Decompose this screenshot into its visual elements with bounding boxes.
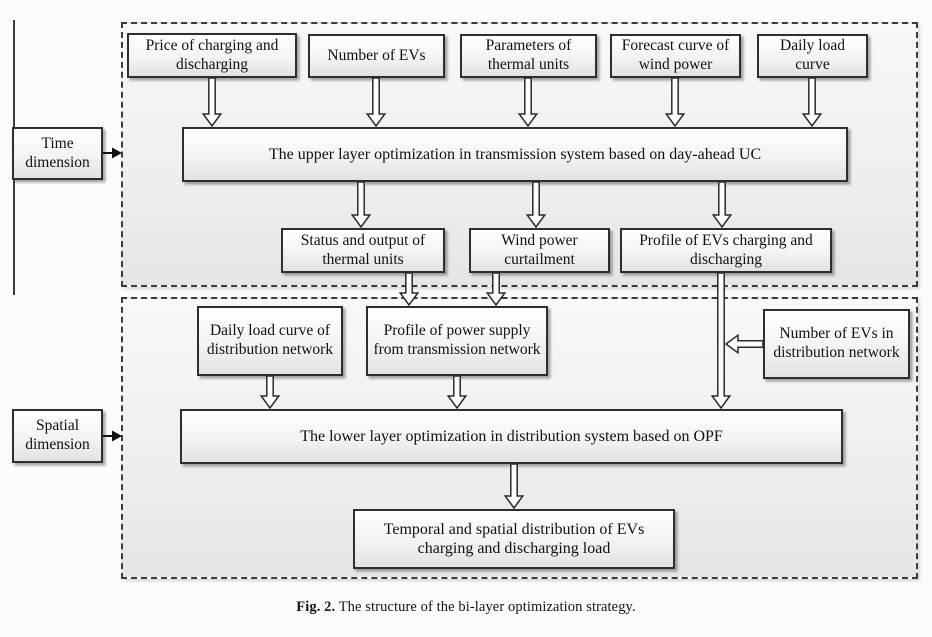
node-label: Profile of power supply from transmissio… — [373, 322, 541, 358]
node-label: Status and output of thermal units — [300, 231, 426, 268]
node-label: Number of EVs in distribution network — [773, 325, 900, 361]
node-label: Profile of EVs charging and discharging — [639, 231, 813, 268]
time-dimension-label: Time dimension — [25, 134, 90, 171]
node-label: Number of EVs — [327, 46, 426, 64]
node-daily-load-curve: Daily load curve — [757, 34, 868, 78]
node-label: Daily load curve — [780, 37, 845, 73]
figure-caption-label: Fig. 2. — [296, 599, 336, 615]
node-label: Price of charging and discharging — [145, 36, 279, 73]
node-label: Daily load curve of distribution network — [206, 322, 334, 358]
node-number-evs-distribution-network: Number of EVs in distribution network — [763, 309, 910, 379]
figure-caption-text: The structure of the bi-layer optimizati… — [338, 599, 636, 615]
node-profile-evs-charging-discharging: Profile of EVs charging and discharging — [620, 228, 832, 273]
node-number-of-evs: Number of EVs — [308, 34, 445, 78]
node-profile-power-supply-transmission: Profile of power supply from transmissio… — [366, 306, 548, 376]
time-dimension-label-box: Time dimension — [12, 127, 103, 180]
node-label: The upper layer optimization in transmis… — [268, 145, 762, 163]
node-status-output-thermal-units: Status and output of thermal units — [281, 228, 445, 273]
node-label: Forecast curve of wind power — [621, 37, 730, 73]
node-upper-layer-optimization: The upper layer optimization in transmis… — [182, 127, 848, 182]
node-lower-layer-optimization: The lower layer optimization in distribu… — [180, 409, 843, 464]
node-label: Parameters of thermal units — [485, 37, 572, 73]
node-label: The lower layer optimization in distribu… — [300, 427, 723, 445]
node-forecast-curve-of-wind-power: Forecast curve of wind power — [610, 34, 741, 78]
node-parameters-of-thermal-units: Parameters of thermal units — [460, 34, 597, 78]
node-wind-power-curtailment: Wind power curtailment — [469, 228, 610, 273]
node-daily-load-curve-distribution: Daily load curve of distribution network — [197, 306, 343, 376]
node-temporal-spatial-distribution: Temporal and spatial distribution of EVs… — [353, 509, 675, 569]
node-price-of-charging-discharging: Price of charging and discharging — [127, 33, 297, 78]
figure-caption: Fig. 2. The structure of the bi-layer op… — [0, 599, 932, 616]
node-label: Temporal and spatial distribution of EVs… — [383, 520, 645, 557]
spatial-dimension-label: Spatial dimension — [25, 417, 90, 453]
node-label: Wind power curtailment — [501, 231, 578, 268]
spatial-dimension-label-box: Spatial dimension — [12, 409, 103, 463]
